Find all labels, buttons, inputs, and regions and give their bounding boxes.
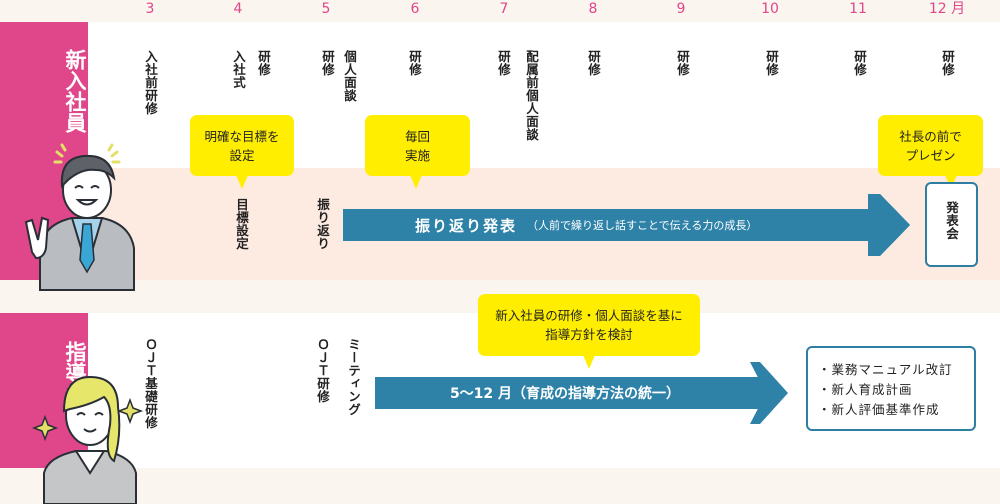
- outcome-training-plan: ・新人育成計画: [818, 382, 913, 397]
- individual-interview-may: 個人面談: [342, 50, 357, 102]
- new-employee-label: 新入社員: [63, 49, 87, 133]
- training-sep: 研修: [675, 50, 690, 76]
- month-label: 9: [676, 1, 686, 17]
- instructor-illustration: [31, 375, 144, 504]
- month-label: 12 月: [928, 1, 966, 17]
- training-may: 研修: [320, 50, 335, 76]
- meeting: ミーティング: [346, 338, 361, 416]
- month-label: 11: [849, 1, 867, 17]
- training-jun: 研修: [407, 50, 422, 76]
- president-presentation-bubble: 社長の前で プレゼン: [878, 115, 983, 189]
- instruction-policy-bubble: 新入社員の研修・個人面談を基に 指導方針を検討: [478, 294, 700, 369]
- new-employee-illustration: [24, 143, 135, 291]
- reflection-presentation-arrow: 振り返り発表 （人前で繰り返し話すことで伝える力の成長）: [343, 194, 910, 256]
- presentation-event-label: 発表会: [944, 201, 959, 240]
- training-nov: 研修: [852, 50, 867, 76]
- instruction-unification-arrow: 5〜12 月（育成の指導方法の統一）: [375, 362, 788, 424]
- training-oct: 研修: [764, 50, 779, 76]
- reflection-arrow-subtitle: （人前で繰り返し話すことで伝える力の成長）: [527, 219, 758, 232]
- ojt-training: ＯＪＴ研修: [315, 338, 330, 403]
- instructor-outcomes-box: ・業務マニュアル改訂 ・新人育成計画 ・新人評価基準作成: [806, 346, 976, 431]
- instruction-policy-bubble-text: 新入社員の研修・個人面談を基に 指導方針を検討: [495, 308, 683, 342]
- training-aug: 研修: [586, 50, 601, 76]
- joining-ceremony: 入社式: [231, 50, 246, 89]
- month-label: 5: [321, 1, 331, 17]
- training-jul: 研修: [496, 50, 511, 76]
- every-time-bubble-text: 毎回 実施: [404, 128, 430, 163]
- month-label: 6: [410, 1, 420, 17]
- arrow-head-icon: [750, 362, 788, 424]
- pre-assignment-interview: 配属前個人面談: [524, 50, 539, 141]
- presentation-event-box: 発表会: [925, 182, 978, 267]
- arrow-head-icon: [868, 194, 910, 256]
- goal-setting-bubble: 明確な目標を 設定: [190, 115, 294, 189]
- month-label: 3: [145, 1, 155, 17]
- training-dec: 研修: [940, 50, 955, 76]
- instruction-arrow-title: 5〜12 月（育成の指導方法の統一）: [449, 386, 681, 402]
- outcome-evaluation-criteria: ・新人評価基準作成: [818, 402, 940, 417]
- training-apr: 研修: [256, 50, 271, 76]
- reflection-arrow-title: 振り返り発表: [415, 216, 518, 235]
- goal-setting: 目標設定: [234, 198, 249, 250]
- month-label: 8: [588, 1, 598, 17]
- month-label: 7: [499, 1, 509, 17]
- every-time-bubble: 毎回 実施: [365, 115, 470, 189]
- reflection: 振り返り: [315, 198, 330, 250]
- ojt-basic-training: ＯＪＴ基礎研修: [143, 338, 158, 429]
- pre-joining-training: 入社前研修: [143, 50, 158, 115]
- goal-setting-bubble-text: 明確な目標を 設定: [204, 128, 280, 163]
- outcome-manual-revision: ・業務マニュアル改訂: [818, 362, 953, 377]
- month-label: 10: [761, 1, 779, 17]
- president-presentation-bubble-text: 社長の前で プレゼン: [899, 128, 962, 163]
- month-label: 4: [233, 1, 243, 17]
